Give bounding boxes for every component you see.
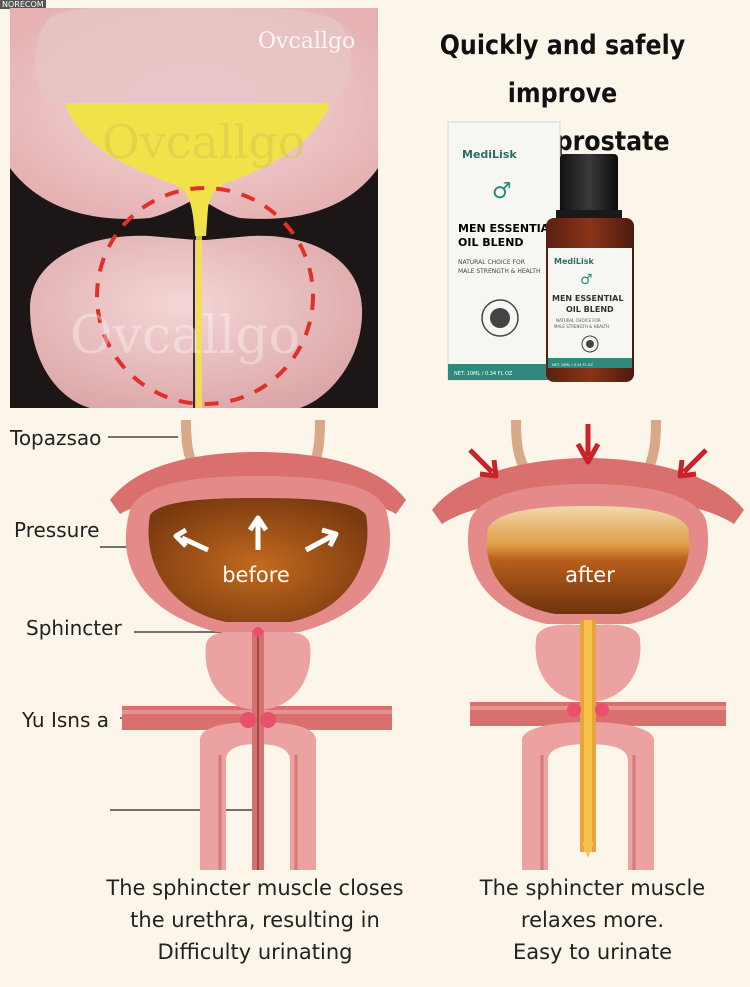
caption-before-line-3: Difficulty urinating <box>157 940 353 964</box>
box-brand: MediLisk <box>462 148 517 161</box>
box-net: NET: 10ML / 0.34 FL OZ <box>454 371 513 377</box>
bottle-name-1: MEN ESSENTIAL <box>552 294 623 303</box>
product-image: MediLisk ♂ MEN ESSENTIAL OIL BLEND NATUR… <box>440 118 640 388</box>
caption-before: The sphincter muscle closes the urethra,… <box>90 872 420 968</box>
headline-line-1: Quickly and safely improve <box>439 30 686 109</box>
caption-after-line-3: Easy to urinate <box>512 940 673 964</box>
before-label: before <box>222 563 290 587</box>
pressure-arrow-icon <box>677 448 708 479</box>
bottle-desc-1: NATURAL CHOICE FOR <box>556 318 601 323</box>
bottle-desc-2: MALE STRENGTH & HEALTH <box>554 324 609 329</box>
box-seal-icon <box>481 299 519 337</box>
box-name-1: MEN ESSENTIAL <box>458 222 556 235</box>
pressure-arrow-icon <box>468 448 499 479</box>
label-topazsao: Topazsao <box>10 426 102 450</box>
box-desc-1: NATURAL CHOICE FOR <box>458 259 525 266</box>
label-sphincter: Sphincter <box>26 616 122 640</box>
caption-before-line-2: the urethra, resulting in <box>130 908 380 932</box>
pressure-arrow-icon <box>575 424 601 465</box>
label-yu: Yu Isns a <box>22 708 109 732</box>
box-name-2: OIL BLEND <box>458 236 524 249</box>
bottle-brand: MediLisk <box>554 257 594 266</box>
box-desc-2: MALE STRENGTH & HEALTH <box>458 268 540 275</box>
caption-after-line-1: The sphincter muscle <box>479 876 706 900</box>
before-diagram <box>110 419 406 870</box>
watermark-text: Ovcallgo <box>258 29 355 54</box>
after-diagram <box>432 419 744 870</box>
caption-after-line-2: relaxes more. <box>520 908 665 932</box>
bottle-name-2: OIL BLEND <box>566 305 614 314</box>
after-label: after <box>565 563 615 587</box>
prostate-closeup-image: Ovcallgo Ovcallgo Ovcallgo <box>10 8 378 408</box>
corner-tag: NORECOM <box>0 0 46 9</box>
watermark-text-large: Ovcallgo <box>102 115 305 169</box>
label-pressure: Pressure <box>14 518 100 542</box>
male-symbol-icon: ♂ <box>492 179 512 204</box>
prostate-closeup-illustration: Ovcallgo Ovcallgo Ovcallgo <box>10 8 378 408</box>
caption-before-line-1: The sphincter muscle closes <box>106 876 404 900</box>
watermark-text-lower: Ovcallgo <box>70 306 300 366</box>
product-illustration: MediLisk ♂ MEN ESSENTIAL OIL BLEND NATUR… <box>447 121 634 382</box>
bladder-diagrams: before after <box>100 419 744 870</box>
bottle-net: NET: 10ML / 0.34 FL OZ <box>552 363 593 367</box>
caption-after: The sphincter muscle relaxes more. Easy … <box>450 872 735 968</box>
bottle-male-symbol-icon: ♂ <box>580 272 593 288</box>
